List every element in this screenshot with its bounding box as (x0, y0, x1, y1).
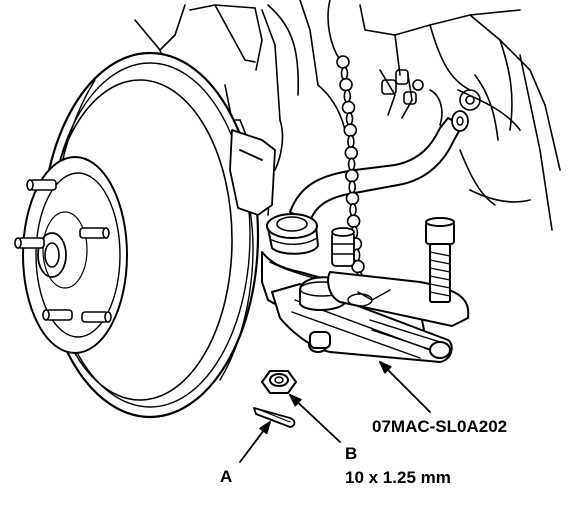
callout-label-b-size: 10 x 1.25 mm (345, 468, 451, 487)
chain-link (340, 66, 349, 81)
upper-arm (289, 110, 469, 223)
wheel-studs (14, 179, 112, 323)
tool-number-label: 07MAC-SL0A202 (372, 417, 507, 436)
chain-link (345, 112, 354, 126)
arrow-tool-head (379, 361, 392, 374)
chain-link (336, 55, 350, 69)
chain-link (339, 77, 353, 92)
callout-label-a: A (220, 467, 232, 486)
ball-joint-remover-tool (271, 217, 470, 363)
chain-link (346, 214, 361, 228)
chain-link (347, 157, 356, 172)
chain-link (348, 180, 357, 194)
chain-link (349, 203, 357, 217)
chain-link (343, 89, 352, 103)
arrow-a-head (259, 421, 271, 435)
callout-label-b: B (345, 444, 357, 463)
arrow-b-head (289, 394, 302, 407)
chain-link (344, 146, 359, 160)
chain-link (341, 100, 356, 115)
chain-link (345, 168, 359, 183)
wheel-hub (22, 156, 128, 354)
hex-nut (261, 370, 297, 394)
chain-link (343, 123, 358, 137)
steering-knuckle (229, 129, 276, 216)
cotter-pin (253, 407, 296, 428)
chain-link (347, 134, 355, 149)
ball-joint-stud (331, 227, 355, 267)
upper-ball-joint-boot (266, 213, 319, 255)
chain-link (345, 191, 360, 206)
callout-arrows (239, 361, 431, 463)
upper-mount-bolts (381, 69, 481, 126)
